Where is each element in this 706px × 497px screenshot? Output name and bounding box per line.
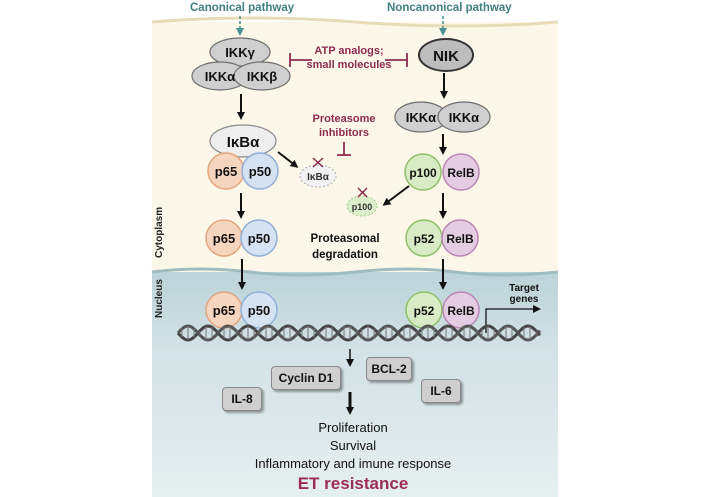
ikk-beta-node	[233, 61, 291, 91]
dna-helix	[176, 324, 542, 342]
relb-node-1	[442, 153, 480, 191]
inflammatory-response-label: Inflammatory and imune response	[254, 456, 452, 471]
target-genes-line2: genes	[509, 294, 539, 305]
arrow-p100-to-degradation	[382, 185, 410, 206]
bcl2-gene-box: BCL-2	[366, 357, 412, 381]
p50-label-3: p50	[248, 303, 270, 318]
ikk-alpha-label: IKKα	[205, 69, 235, 84]
ikk-alpha-label-nc-2: IKKα	[449, 110, 479, 125]
nik-label: NIK	[433, 48, 459, 65]
atp-analogs-line2: small molecules	[306, 59, 392, 71]
p100-degraded-label: p100	[352, 202, 373, 212]
atp-analogs-label: ATP analogs; small molecules	[302, 44, 396, 72]
proteasomal-degradation-line1: Proteasomal	[310, 233, 380, 245]
proteasome-inhibitors-line1: Proteasome	[312, 113, 376, 125]
ikb-p65-p50-complex: IκBα p65 p50	[207, 124, 279, 190]
p100-degraded-cross-icon	[357, 187, 368, 198]
proteasome-inhibitors-label: Proteasome inhibitors	[304, 112, 384, 140]
relb-label-2: RelB	[446, 232, 474, 246]
p50-label-2: p50	[248, 231, 270, 246]
proteasome-inhibitors-line2: inhibitors	[318, 127, 370, 139]
p50-node-3	[240, 291, 278, 329]
cyclin-d1-gene-box: Cyclin D1	[271, 366, 341, 390]
relb-node-2	[441, 219, 479, 257]
atp-analogs-line1: ATP analogs;	[314, 45, 384, 57]
ikb-degraded-label: IκBα	[307, 172, 330, 183]
proliferation-label: Proliferation	[318, 420, 388, 435]
p100-node	[404, 153, 442, 191]
p65-label-2: p65	[213, 231, 235, 246]
p52-label-1: p52	[414, 232, 435, 246]
il8-gene-box: IL-8	[222, 387, 262, 411]
cell-membrane	[151, 16, 559, 28]
ikb-degraded-node	[299, 164, 337, 188]
proteasomal-degradation-line2: degradation	[312, 249, 378, 261]
target-genes-line1: Target	[509, 283, 539, 294]
p50-node-2	[240, 219, 278, 257]
ikk-gamma-label: IKKγ	[225, 45, 255, 60]
ikb-alpha-label: IκBα	[227, 134, 260, 151]
p100-degraded-node	[346, 195, 378, 217]
il6-gene-box: IL-6	[421, 379, 461, 403]
p65-label-3: p65	[213, 303, 235, 318]
noncanonical-pathway-title: Noncanonical pathway	[387, 2, 512, 14]
survival-label: Survival	[329, 438, 377, 453]
p50-label-1: p50	[249, 164, 271, 179]
arrow-ikb-to-degradation	[277, 151, 299, 168]
nik-node	[418, 38, 474, 72]
ikk-complex-canonical: IKKγ IKKα IKKβ	[191, 37, 291, 91]
relb-label-1: RelB	[447, 166, 475, 180]
ikk-alpha-label-nc-1: IKKα	[406, 110, 436, 125]
canonical-pathway-title: Canonical pathway	[190, 2, 295, 14]
ikk-beta-label: IKKβ	[247, 69, 277, 84]
ikk-alpha-node-nc-2	[437, 101, 491, 133]
et-resistance-label: ET resistance	[297, 474, 409, 493]
target-genes-label: Target genes	[502, 283, 546, 305]
cytoplasm-side-label: Cytoplasm	[154, 206, 165, 258]
ikb-alpha-node	[209, 124, 277, 158]
ikb-degraded-cross-icon	[312, 157, 324, 168]
proteasomal-degradation-label: Proteasomal degradation	[300, 231, 390, 263]
nuclear-membrane	[151, 267, 559, 277]
p50-node-1	[241, 152, 279, 190]
p52-label-2: p52	[414, 304, 435, 318]
nucleus-side-label: Nucleus	[154, 279, 165, 318]
p100-label: p100	[409, 166, 437, 180]
p65-label-1: p65	[215, 164, 237, 179]
relb-label-3: RelB	[447, 304, 475, 318]
